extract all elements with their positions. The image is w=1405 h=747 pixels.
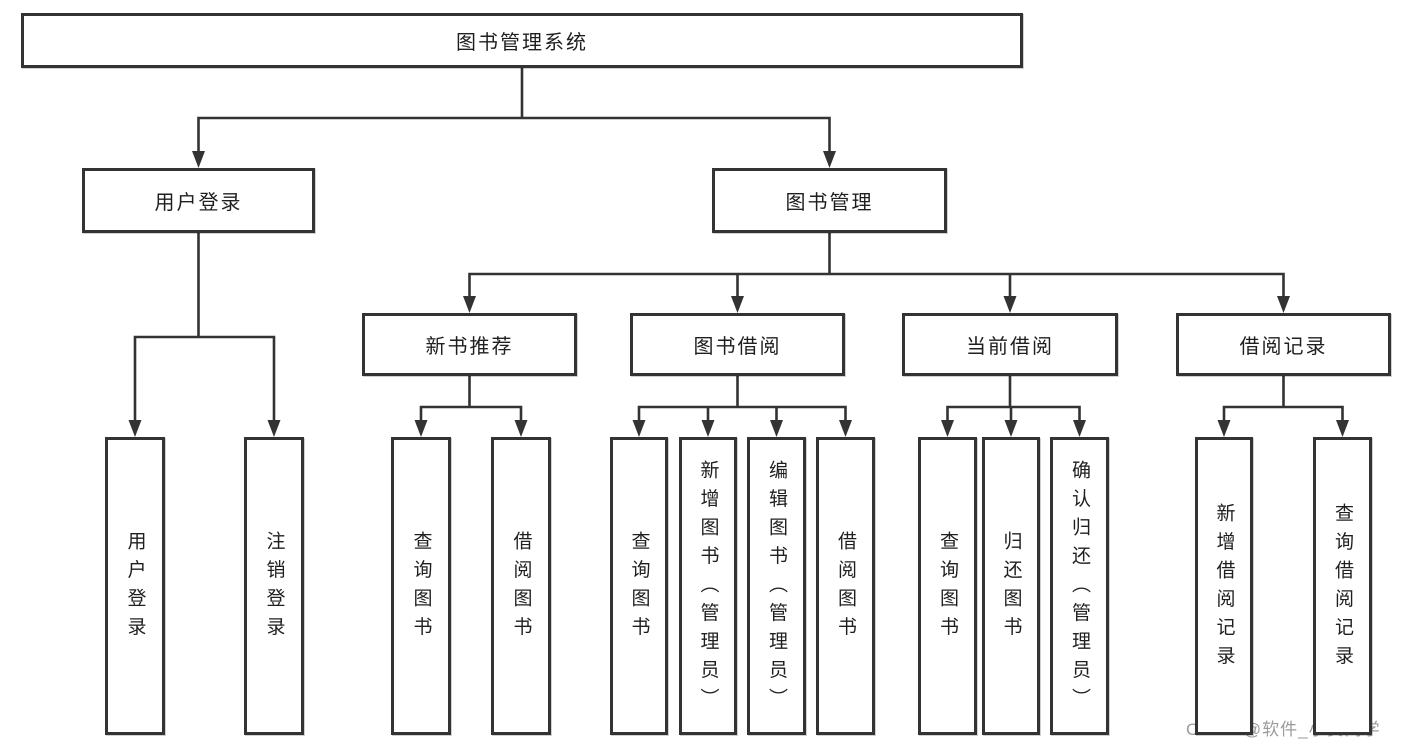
node-leaf-logout: 注销登录 xyxy=(244,437,304,735)
node-cb-query-book: 查询图书 xyxy=(918,437,977,735)
node-root: 图书管理系统 xyxy=(21,13,1023,68)
node-leaf-user-login: 用户登录 xyxy=(105,437,165,735)
node-br-add-record: 新增借阅记录 xyxy=(1195,437,1253,735)
node-nbr-query-book: 查询图书 xyxy=(391,437,451,735)
node-bb-edit-book: 编辑图书（管理员） xyxy=(747,437,806,735)
node-book-borrow: 图书借阅 xyxy=(630,313,845,376)
node-cb-confirm-return: 确认归还（管理员） xyxy=(1050,437,1109,735)
node-new-book-recommend: 新书推荐 xyxy=(362,313,577,376)
node-current-borrow: 当前借阅 xyxy=(902,313,1118,376)
node-bb-query-book: 查询图书 xyxy=(610,437,668,735)
node-user-login: 用户登录 xyxy=(82,168,315,233)
connector-path xyxy=(133,66,1344,424)
node-borrow-records: 借阅记录 xyxy=(1176,313,1391,376)
node-br-query-record: 查询借阅记录 xyxy=(1313,437,1372,735)
node-cb-return-book: 归还图书 xyxy=(982,437,1040,735)
node-bb-add-book: 新增图书（管理员） xyxy=(679,437,737,735)
node-nbr-borrow-book: 借阅图书 xyxy=(491,437,551,735)
node-bb-borrow-book: 借阅图书 xyxy=(816,437,875,735)
node-book-management: 图书管理 xyxy=(712,168,947,233)
